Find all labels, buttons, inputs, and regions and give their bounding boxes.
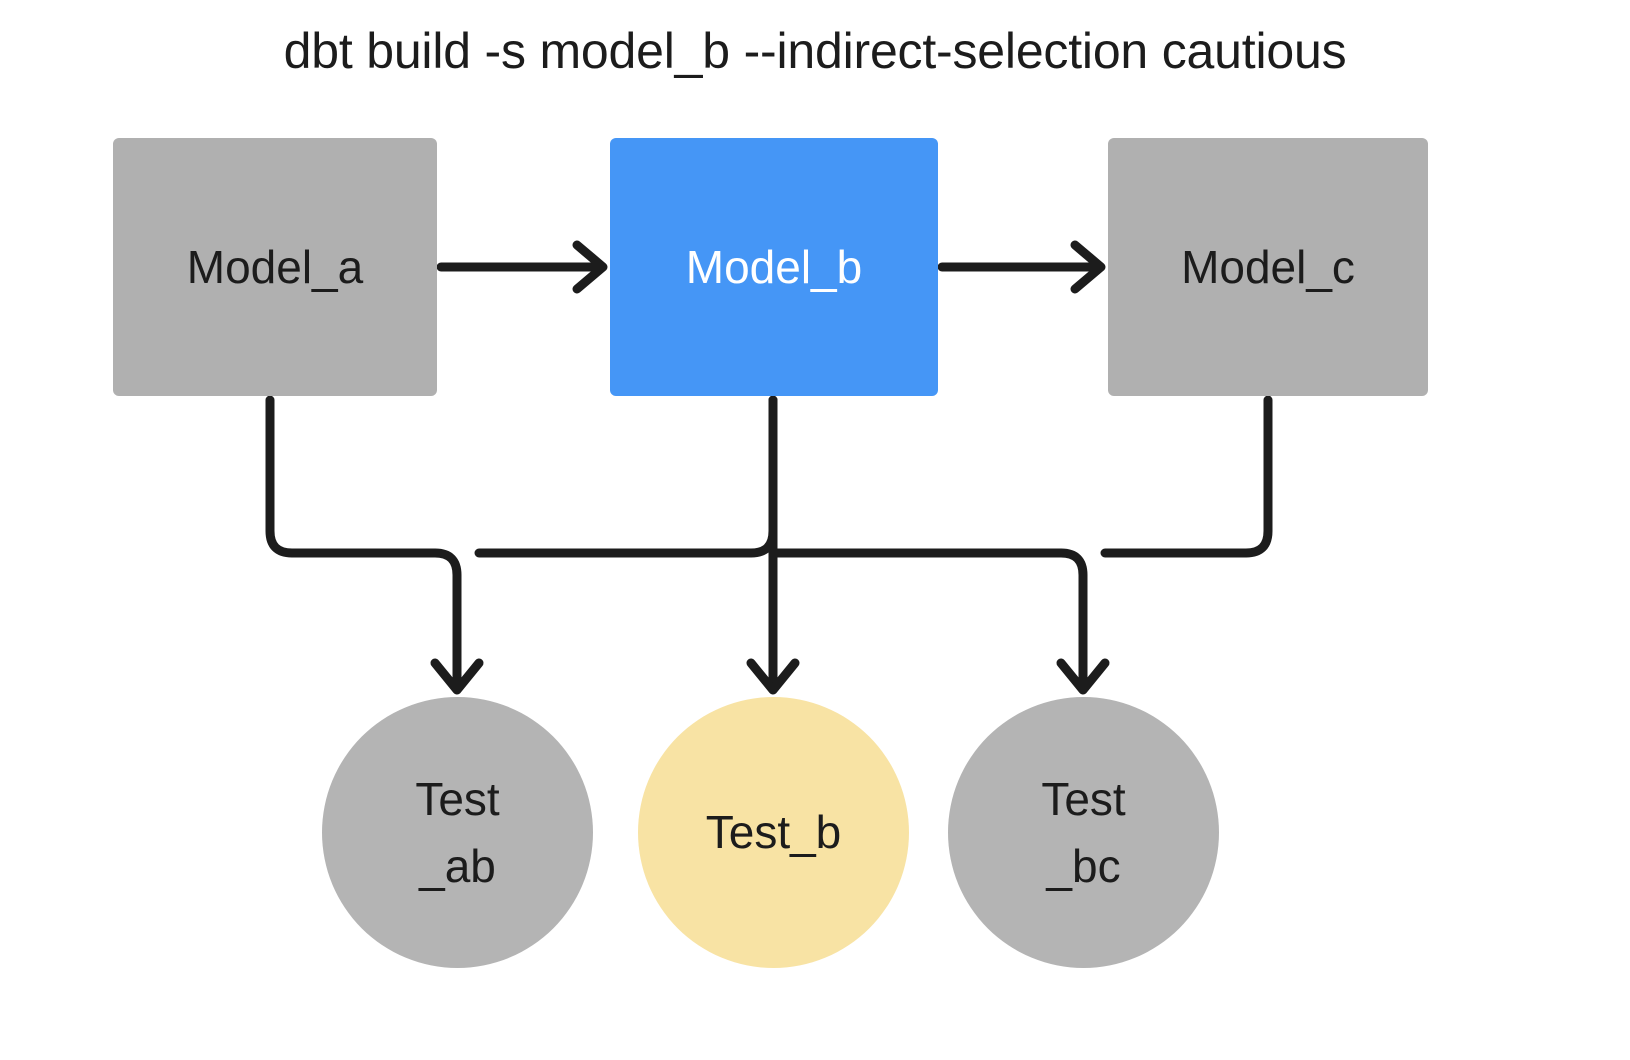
edge-model-c-to-test-bc bbox=[1100, 395, 1273, 558]
node-test-bc[interactable]: Test _bc bbox=[948, 697, 1219, 968]
arrowhead-model-a-to-model-b bbox=[572, 240, 608, 294]
node-test-b[interactable]: Test_b bbox=[638, 697, 909, 968]
node-test-ab-label: Test _ab bbox=[415, 772, 500, 892]
arrowhead-model-a-to-test-ab bbox=[430, 658, 484, 695]
node-model-a[interactable]: Model_a bbox=[113, 138, 437, 396]
edge-model-b-to-test-bc bbox=[768, 548, 1088, 691]
node-model-b-label: Model_b bbox=[685, 241, 863, 293]
arrowhead-model-b-to-test-b bbox=[746, 658, 800, 695]
node-model-b[interactable]: Model_b bbox=[610, 138, 938, 396]
node-test-ab[interactable]: Test _ab bbox=[322, 697, 593, 968]
node-model-a-label: Model_a bbox=[186, 241, 364, 293]
page-title: dbt build -s model_b --indirect-selectio… bbox=[283, 23, 1347, 79]
edge-model-a-to-test-ab bbox=[265, 395, 462, 691]
node-test-bc-label: Test _bc bbox=[1041, 772, 1126, 892]
node-model-c-label: Model_c bbox=[1181, 241, 1355, 293]
arrowhead-model-b-to-test-bc bbox=[1056, 658, 1110, 695]
arrowhead-model-b-to-model-c bbox=[1070, 240, 1106, 294]
node-model-c[interactable]: Model_c bbox=[1108, 138, 1428, 396]
node-test-b-label: Test_b bbox=[705, 806, 842, 859]
edge-model-b-to-test-ab bbox=[474, 395, 778, 558]
